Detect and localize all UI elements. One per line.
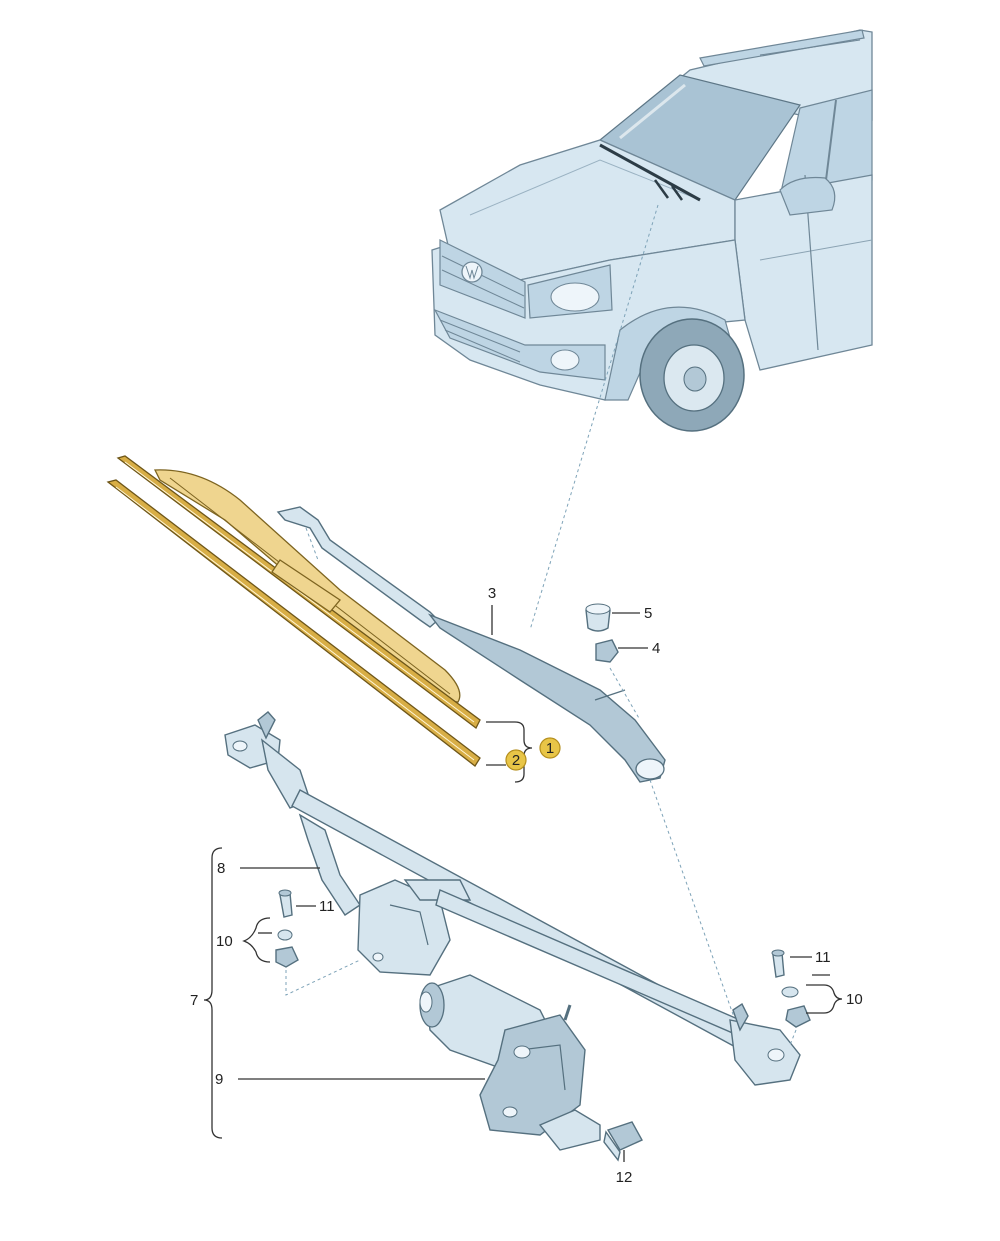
callout-1: 1 (539, 737, 561, 759)
callout-11-left: 11 (319, 898, 335, 915)
callout-9: 9 (215, 1071, 223, 1088)
callout-12: 12 (616, 1169, 633, 1186)
callout-10-left: 10 (216, 933, 233, 950)
callout-2: 2 (505, 749, 527, 771)
fog-light (550, 349, 580, 371)
arm-nut-cap (585, 603, 611, 632)
callout-10-right: 10 (846, 991, 863, 1008)
wiper-blade-assembly (106, 455, 481, 767)
electrical-connector (603, 1121, 643, 1162)
svg-text:1: 1 (546, 740, 554, 757)
callout-3: 3 (488, 585, 496, 602)
callout-4: 4 (652, 640, 660, 657)
highlight-badge-icon (505, 749, 527, 771)
callout-11-right: 11 (815, 949, 831, 966)
wiper-motor (419, 974, 601, 1151)
highlight-badge-icon (539, 737, 561, 759)
side-mirror (779, 176, 836, 216)
leader-lines (203, 605, 843, 1162)
fastener-set-right (771, 949, 811, 1046)
callout-7: 7 (190, 992, 198, 1009)
wiper-linkage (224, 711, 801, 1086)
fastener-set-left (275, 889, 361, 996)
svg-text:2: 2 (512, 752, 520, 769)
callout-8: 8 (217, 860, 225, 877)
hex-nut (595, 639, 619, 663)
callout-5: 5 (644, 605, 652, 622)
vehicle-illustration (431, 29, 873, 432)
